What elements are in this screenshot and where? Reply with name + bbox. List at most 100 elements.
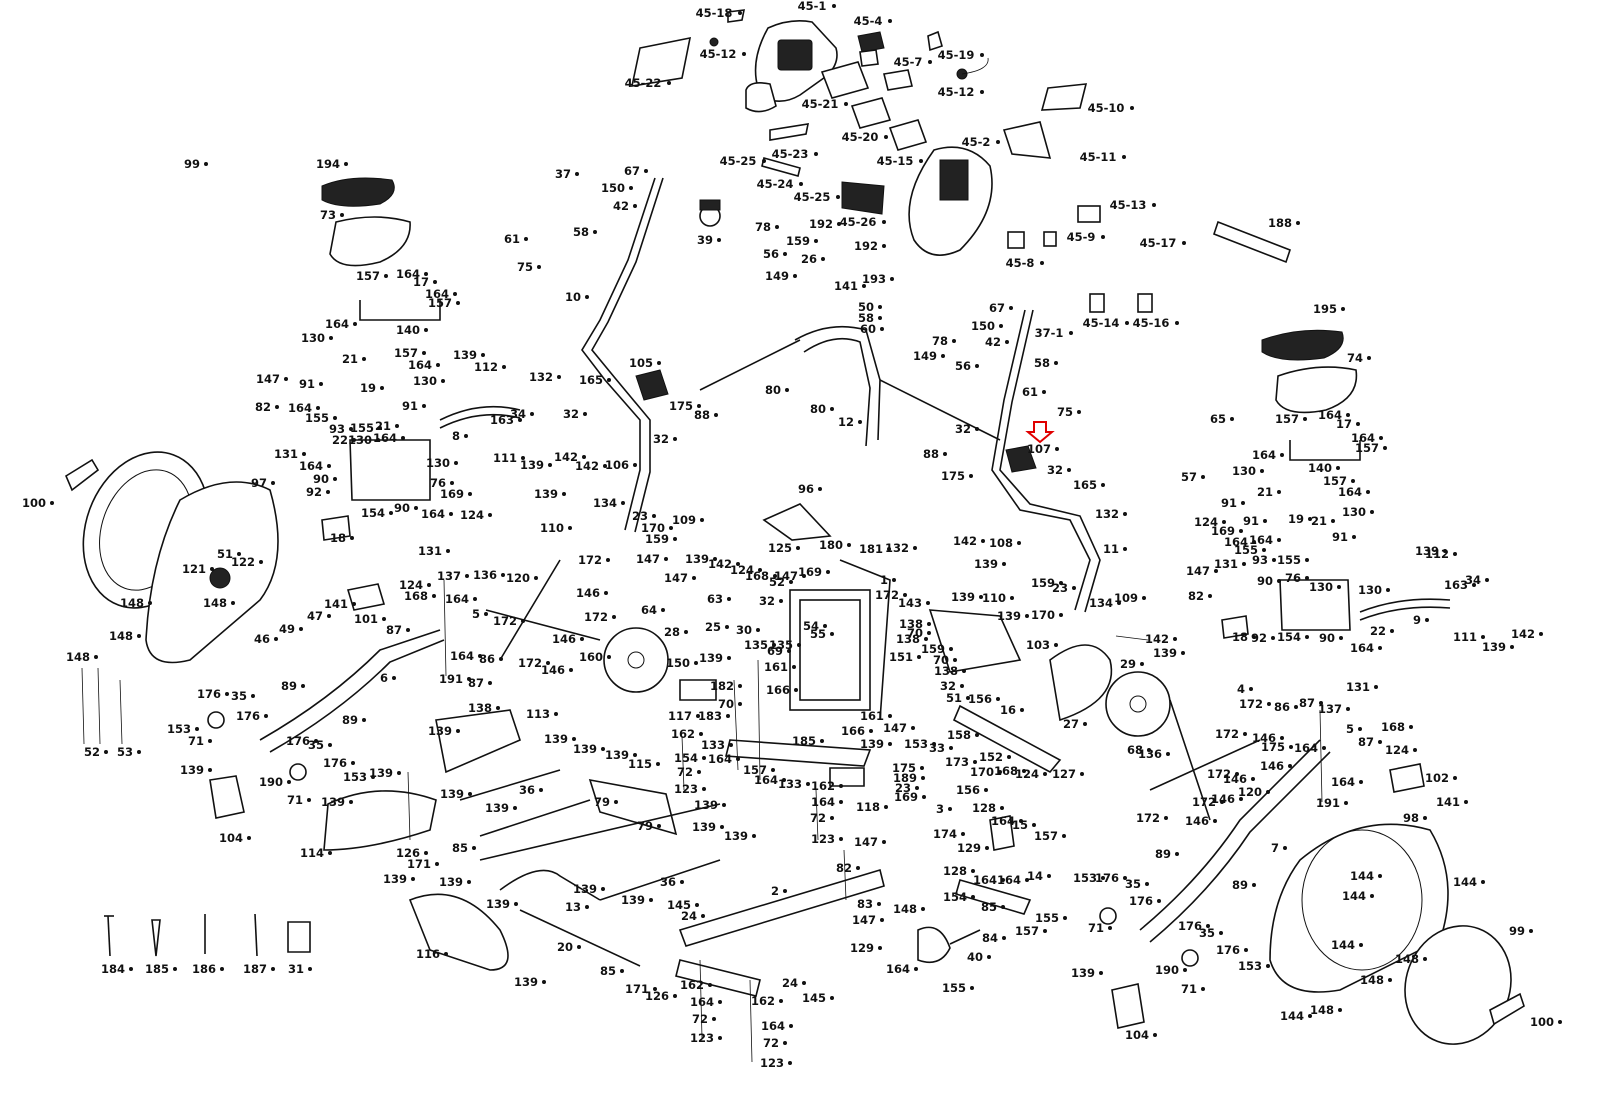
part-label-32: 32 bbox=[759, 594, 775, 608]
part-label-172: 172 bbox=[875, 588, 899, 602]
fastener-dot bbox=[577, 945, 581, 949]
part-label-148: 148 bbox=[109, 629, 133, 643]
part-label-139: 139 bbox=[573, 742, 597, 756]
fastener-dot bbox=[793, 274, 797, 278]
fastener-dot bbox=[1390, 629, 1394, 633]
fastener-dot bbox=[713, 557, 717, 561]
fastener-dot bbox=[554, 712, 558, 716]
fastener-dot bbox=[1140, 662, 1144, 666]
part-label-159: 159 bbox=[921, 642, 945, 656]
fastener-dot bbox=[695, 903, 699, 907]
part-label-111: 111 bbox=[493, 451, 517, 465]
part-label-45-14: 45-14 bbox=[1083, 316, 1120, 330]
fastener-dot bbox=[1423, 816, 1427, 820]
fastener-dot bbox=[818, 487, 822, 491]
part-label-187: 187 bbox=[243, 962, 267, 976]
fastener-dot bbox=[1337, 585, 1341, 589]
part-label-101: 101 bbox=[354, 612, 378, 626]
part-label-129: 129 bbox=[850, 941, 874, 955]
fastener-dot bbox=[237, 552, 241, 556]
part-label-24: 24 bbox=[681, 909, 697, 923]
part-label-164: 164 bbox=[1351, 431, 1375, 445]
fastener-dot bbox=[1529, 929, 1533, 933]
part-label-89: 89 bbox=[1232, 878, 1248, 892]
fastener-dot bbox=[1263, 519, 1267, 523]
fastener-dot bbox=[384, 274, 388, 278]
part-label-176: 176 bbox=[1216, 943, 1240, 957]
fastener-dot bbox=[941, 354, 945, 358]
fastener-dot bbox=[783, 889, 787, 893]
part-label-35: 35 bbox=[1199, 926, 1215, 940]
part-label-112: 112 bbox=[1425, 547, 1449, 561]
part-label-142: 142 bbox=[1145, 632, 1169, 646]
fastener-dot bbox=[673, 994, 677, 998]
fastener-dot bbox=[314, 739, 318, 743]
part-label-164: 164 bbox=[450, 649, 474, 663]
part-label-147: 147 bbox=[883, 721, 907, 735]
fastener-dot bbox=[1080, 772, 1084, 776]
part-label-85: 85 bbox=[452, 841, 468, 855]
part-label-164: 164 bbox=[421, 507, 445, 521]
part-label-75: 75 bbox=[1057, 405, 1073, 419]
fastener-dot bbox=[680, 880, 684, 884]
fastener-dot bbox=[432, 594, 436, 598]
part-label-45-20: 45-20 bbox=[842, 130, 879, 144]
fastener-dot bbox=[1019, 819, 1023, 823]
part-label-154: 154 bbox=[943, 890, 967, 904]
fastener-dot bbox=[1242, 562, 1246, 566]
fastener-dot bbox=[397, 771, 401, 775]
fastener-dot bbox=[344, 162, 348, 166]
part-label-181: 181 bbox=[859, 542, 883, 556]
part-label-54: 54 bbox=[803, 619, 819, 633]
part-label-137: 137 bbox=[1318, 702, 1342, 716]
part-label-103: 103 bbox=[1026, 638, 1050, 652]
part-label-148: 148 bbox=[66, 650, 90, 664]
part-label-170: 170 bbox=[970, 765, 994, 779]
fastener-dot bbox=[1002, 562, 1006, 566]
part-label-165: 165 bbox=[579, 373, 603, 387]
fastener-dot bbox=[603, 464, 607, 468]
fastener-dot bbox=[333, 416, 337, 420]
fastener-dot bbox=[701, 914, 705, 918]
part-label-89: 89 bbox=[281, 679, 297, 693]
part-label-122: 122 bbox=[231, 555, 255, 569]
part-label-164: 164 bbox=[708, 752, 732, 766]
part-label-130: 130 bbox=[413, 374, 437, 388]
part-label-51: 51 bbox=[946, 691, 962, 705]
part-label-185: 185 bbox=[792, 734, 816, 748]
part-label-136: 136 bbox=[1138, 747, 1162, 761]
fastener-dot bbox=[699, 732, 703, 736]
part-label-45-9: 45-9 bbox=[1067, 230, 1096, 244]
part-label-148: 148 bbox=[1395, 952, 1419, 966]
part-label-19: 19 bbox=[360, 381, 376, 395]
fastener-dot bbox=[1055, 447, 1059, 451]
fastener-dot bbox=[1173, 637, 1177, 641]
part-label-130: 130 bbox=[1309, 580, 1333, 594]
fastener-dot bbox=[1358, 727, 1362, 731]
part-label-34: 34 bbox=[1465, 573, 1481, 587]
part-label-98: 98 bbox=[1403, 811, 1419, 825]
fastener-dot bbox=[601, 887, 605, 891]
fastener-dot bbox=[349, 800, 353, 804]
part-label-139: 139 bbox=[1153, 646, 1177, 660]
fastener-dot bbox=[1213, 819, 1217, 823]
part-label-128: 128 bbox=[972, 801, 996, 815]
fastener-dot bbox=[1277, 538, 1281, 542]
part-label-53: 53 bbox=[117, 745, 133, 759]
fastener-dot bbox=[928, 60, 932, 64]
part-label-164: 164 bbox=[396, 267, 420, 281]
fastener-dot bbox=[1123, 512, 1127, 516]
part-label-139: 139 bbox=[573, 882, 597, 896]
fastener-dot bbox=[208, 739, 212, 743]
fastener-dot bbox=[696, 714, 700, 718]
fastener-dot bbox=[1181, 651, 1185, 655]
part-label-172: 172 bbox=[578, 553, 602, 567]
part-label-45-16: 45-16 bbox=[1133, 316, 1170, 330]
part-label-142: 142 bbox=[708, 557, 732, 571]
fastener-dot bbox=[669, 526, 673, 530]
left-lower bbox=[207, 559, 721, 971]
fastener-dot bbox=[1108, 926, 1112, 930]
fastener-dot bbox=[1272, 558, 1276, 562]
fastener-dot bbox=[1166, 752, 1170, 756]
